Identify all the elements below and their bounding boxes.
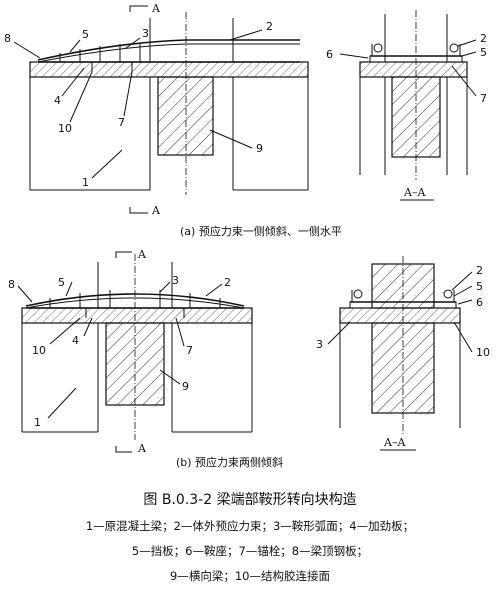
label-b-2: 2	[224, 276, 231, 289]
label-b-1: 1	[34, 416, 41, 429]
section-a: 6 2 5 7 A–A	[326, 10, 487, 201]
legend-line-1: 1—原混凝土梁；2—体外预应力束；3—鞍形弧面；4—加劲板；	[86, 519, 414, 533]
label-sa-2: 2	[480, 32, 487, 45]
legend-line-3: 9—横向梁；10—结构胶连接面	[170, 569, 330, 583]
figure-title: 图 B.0.3-2 梁端部鞍形转向块构造	[143, 492, 356, 508]
section-mark-b-bottom: A	[137, 442, 147, 455]
slab-section-b	[339, 307, 461, 324]
label-a-1: 1	[82, 176, 89, 189]
label-sa-6: 6	[326, 48, 333, 61]
section-mark-a-bottom: A	[151, 204, 161, 217]
section-title-a: A–A	[403, 186, 426, 199]
label-b-3: 3	[172, 274, 179, 287]
label-a-9: 9	[256, 142, 263, 155]
label-b-9: 9	[182, 380, 189, 393]
label-b-10: 10	[32, 344, 46, 357]
label-sa-7: 7	[480, 92, 487, 105]
label-a-8: 8	[4, 32, 11, 45]
slab-a	[29, 61, 309, 78]
label-a-2: 2	[266, 20, 273, 33]
prestress-tendon-a	[37, 39, 300, 61]
legend-line-2: 5—挡板；6—鞍座；7—锚栓；8—梁顶钢板；	[132, 544, 368, 558]
elevation-b: A A 8 5 3 2 10 4 7 9 1	[8, 248, 253, 455]
transverse-beam-a	[157, 76, 214, 156]
label-a-7: 7	[118, 116, 125, 129]
caption-b: (b) 预应力束两侧倾斜	[176, 455, 283, 469]
label-b-4: 4	[72, 334, 79, 347]
label-a-4: 4	[54, 94, 61, 107]
slab-b	[21, 307, 253, 324]
label-a-3: 3	[142, 27, 149, 40]
label-b-7: 7	[186, 344, 193, 357]
elevation-a: A A 8 5 3 2 4 10 7 9 1	[4, 2, 309, 217]
label-a-5: 5	[82, 28, 89, 41]
prestress-tendon-b	[25, 293, 245, 307]
label-sa-5: 5	[480, 46, 487, 59]
section-title-b: A–A	[383, 436, 406, 449]
label-sb-2: 2	[476, 264, 483, 277]
label-b-8: 8	[8, 278, 15, 291]
section-mark-b-top: A	[137, 248, 147, 261]
label-sb-3: 3	[316, 338, 323, 351]
label-b-5: 5	[58, 276, 65, 289]
section-mark-a-top: A	[151, 2, 161, 15]
label-sb-10: 10	[476, 346, 490, 359]
label-sb-6: 6	[476, 296, 483, 309]
slab-section-a	[359, 61, 468, 78]
section-b: 2 5 6 3 10 A–A	[316, 256, 490, 451]
label-a-10: 10	[58, 122, 72, 135]
caption-a: (a) 预应力束一侧倾斜、一侧水平	[180, 224, 342, 238]
label-sb-5: 5	[476, 280, 483, 293]
